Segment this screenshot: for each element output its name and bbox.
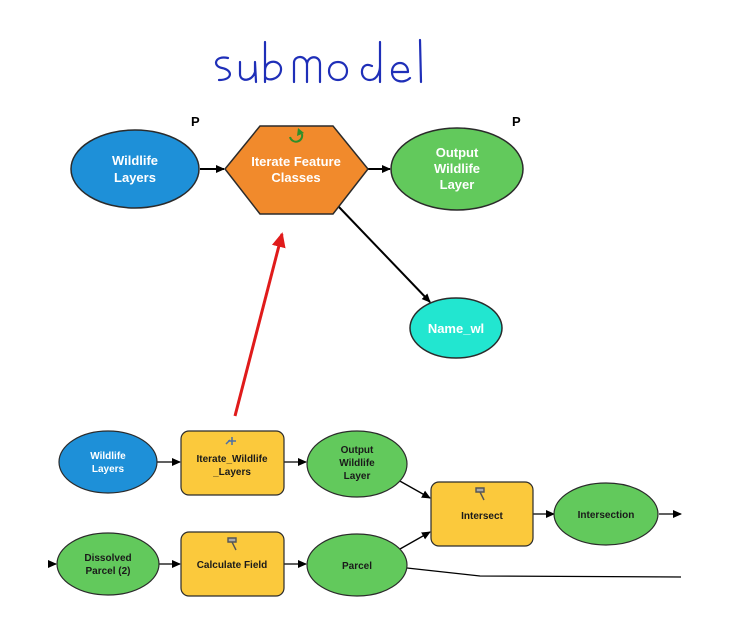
b-dissolved-line1: Dissolved [84,553,131,564]
iterate-feature-classes-line2: Classes [271,170,320,185]
b-intersect-node[interactable]: Intersect [430,481,534,547]
b-calculate-field-node[interactable]: Calculate Field [180,531,285,597]
handwritten-title: submodel [214,38,423,84]
iterate-feature-classes-node[interactable]: Iterate Feature Classes [224,125,369,215]
refresh-icon [289,128,304,143]
b-parcel-node[interactable]: Parcel [306,533,408,597]
b-output-line1: Output [341,445,374,456]
b-wildlife-layers-line1: Wildlife [90,451,126,462]
b-iterate-line1: Iterate_Wildlife [196,454,267,465]
output-wildlife-layer-line3: Layer [440,177,475,192]
b-intersection-label: Intersection [578,510,635,521]
b-calculate-field-label: Calculate Field [197,560,268,571]
connector-iterate-to-name [337,205,431,303]
wildfire-layers-line1: Wildlife [112,153,158,168]
connector-b-output-to-intersect [397,479,431,499]
b-output-wildlife-layer-node[interactable]: Output Wildlife Layer [306,430,408,498]
b-wildlife-layers-line2: Layers [92,464,125,475]
annotation-arrow [233,232,286,417]
b-dissolved-parcel-node[interactable]: Dissolved Parcel (2) [56,532,160,596]
b-iterate-wildlife-layers-node[interactable]: Iterate_Wildlife _Layers [180,430,285,496]
b-wildlife-layers-node[interactable]: Wildlife Layers [58,430,158,494]
b-dissolved-line2: Parcel (2) [85,566,130,577]
hammer-icon [227,537,237,551]
b-intersection-node[interactable]: Intersection [553,482,659,546]
parameter-mark-output: P [512,114,521,129]
output-wildlife-layer-line2: Wildlife [434,161,480,176]
connector-b-parcel-to-intersect [399,531,431,550]
parameter-mark-wildlife-layers: P [191,114,200,129]
b-parcel-label: Parcel [342,561,372,572]
b-iterate-line2: _Layers [212,467,251,478]
output-wildlife-layer-node[interactable]: Output Wildlife Layer [390,127,524,211]
b-output-line3: Layer [344,471,371,482]
iterate-icon [225,437,236,445]
hammer-icon [475,487,485,501]
connector-b-parcel-out [406,567,682,578]
iterate-feature-classes-line1: Iterate Feature [251,154,341,169]
output-wildlife-layer-line1: Output [436,145,479,160]
name-wl-label: Name_wl [428,321,484,336]
b-intersect-label: Intersect [461,511,503,522]
name-wl-node[interactable]: Name_wl [409,297,503,359]
wildfire-layers-node[interactable]: Wildlife Layers [70,129,200,209]
b-output-line2: Wildlife [339,458,375,469]
wildfire-layers-line2: Layers [114,170,156,185]
